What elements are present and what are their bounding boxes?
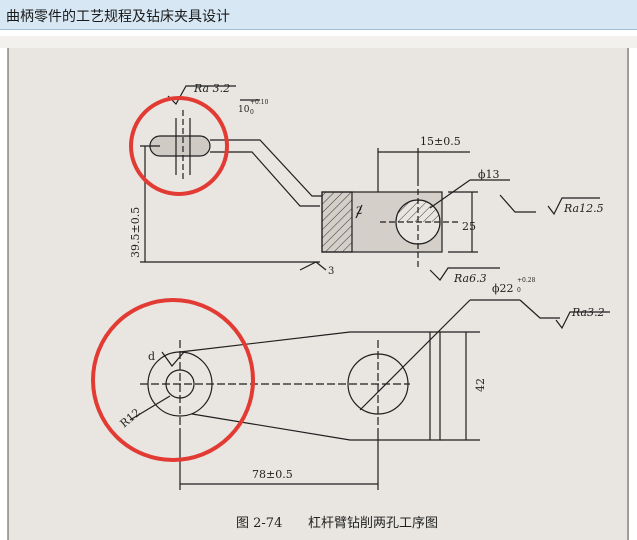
ra-3-2-right-label: Ra3.2 (571, 306, 605, 319)
phi22-sub: 0 (517, 287, 521, 294)
dim-d-label: d (148, 350, 155, 363)
dim-25-label: 25 (462, 220, 476, 233)
tol-top-sup: +0.10 (250, 99, 269, 106)
ra-6-3-label: Ra6.3 (453, 272, 487, 285)
bottom-view (129, 299, 610, 490)
top-view (140, 85, 600, 281)
ra-top-label: Ra 3.2 (193, 82, 230, 95)
ra-12-5-label: Ra12.5 (563, 202, 604, 215)
phi22-sup: +0.28 (517, 277, 536, 284)
dim-3-label: 3 (328, 266, 334, 277)
dim-phi22-label: ϕ22 (492, 282, 514, 295)
tol-top-sub: 0 (250, 109, 254, 116)
drawing-photo (8, 48, 629, 540)
dim-42-label: 42 (474, 378, 487, 392)
tol-top-label: 10 (238, 105, 250, 115)
highlight-circle-top (129, 96, 229, 196)
scan-band (0, 36, 637, 48)
dim-phi13-label: ϕ13 (478, 168, 500, 181)
dim-15-label: 15±0.5 (420, 135, 461, 148)
dim-39-5-label: 39.5±0.5 (129, 207, 142, 258)
figure-caption-text: 杠杆臂钻削两孔工序图 (308, 515, 438, 531)
highlight-circle-bottom (91, 298, 255, 462)
figure-caption-number: 图 2-74 (236, 516, 282, 531)
page-header: 曲柄零件的工艺规程及钻床夹具设计 (0, 0, 637, 30)
dim-2-label: 2 (356, 206, 362, 217)
dim-r12-label: R12 (118, 406, 143, 430)
dim-78-label: 78±0.5 (252, 468, 293, 481)
page-title: 曲柄零件的工艺规程及钻床夹具设计 (6, 9, 230, 25)
